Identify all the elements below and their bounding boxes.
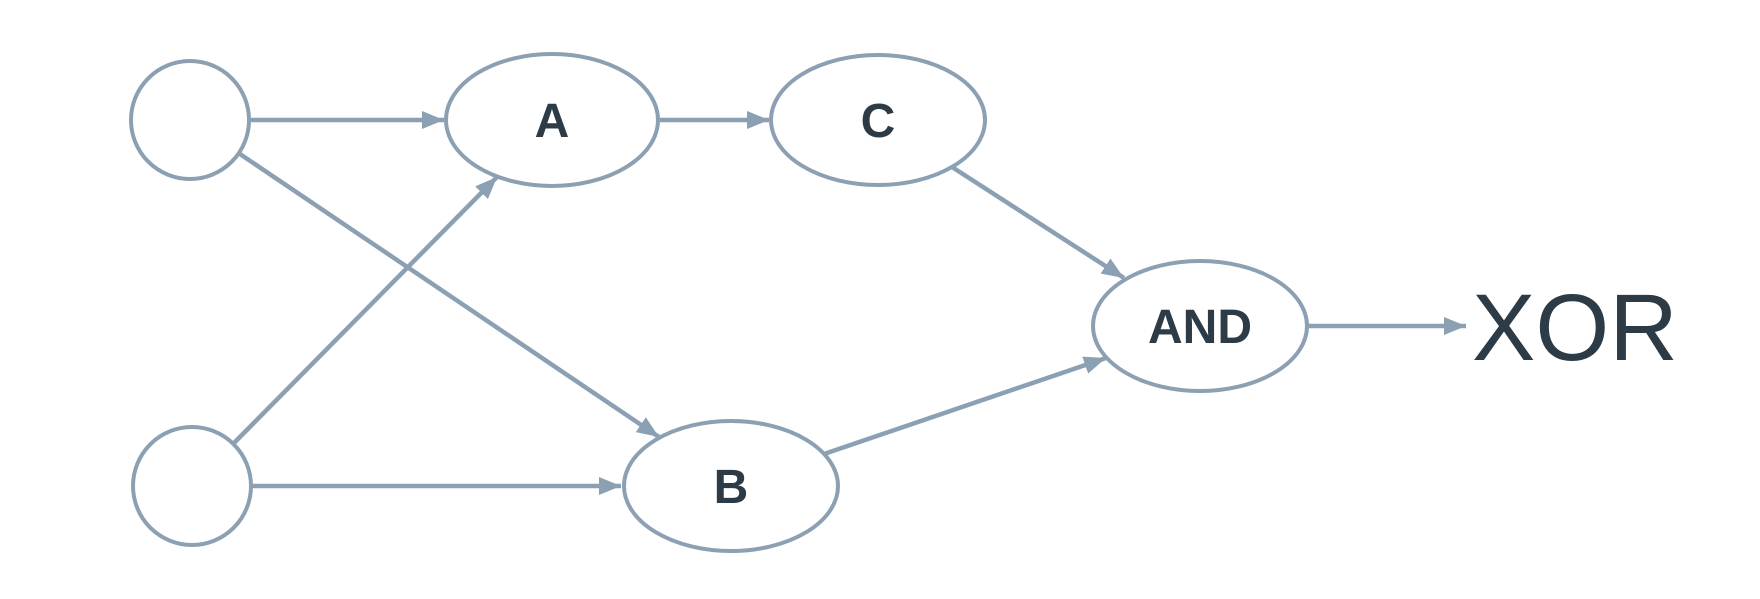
edge-input1-to-b: [235, 150, 661, 439]
node-a: [444, 52, 660, 188]
node-c-label: C: [861, 95, 896, 148]
edge-input2-to-a: [231, 175, 499, 446]
node-a-label: A: [535, 95, 570, 148]
node-input-1: [129, 59, 251, 181]
node-b-label: B: [714, 461, 749, 514]
edge-c-to-and: [950, 165, 1126, 280]
node-and: [1091, 259, 1309, 393]
edge-layer: [231, 111, 1466, 495]
node-b: [622, 419, 840, 553]
output-xor-label: XOR: [1472, 275, 1678, 381]
edge-b-to-and: [823, 355, 1107, 457]
node-and-label: AND: [1148, 301, 1252, 354]
node-layer: A C B AND: [129, 52, 1309, 553]
node-c: [769, 53, 987, 187]
node-input-2: [131, 425, 253, 547]
